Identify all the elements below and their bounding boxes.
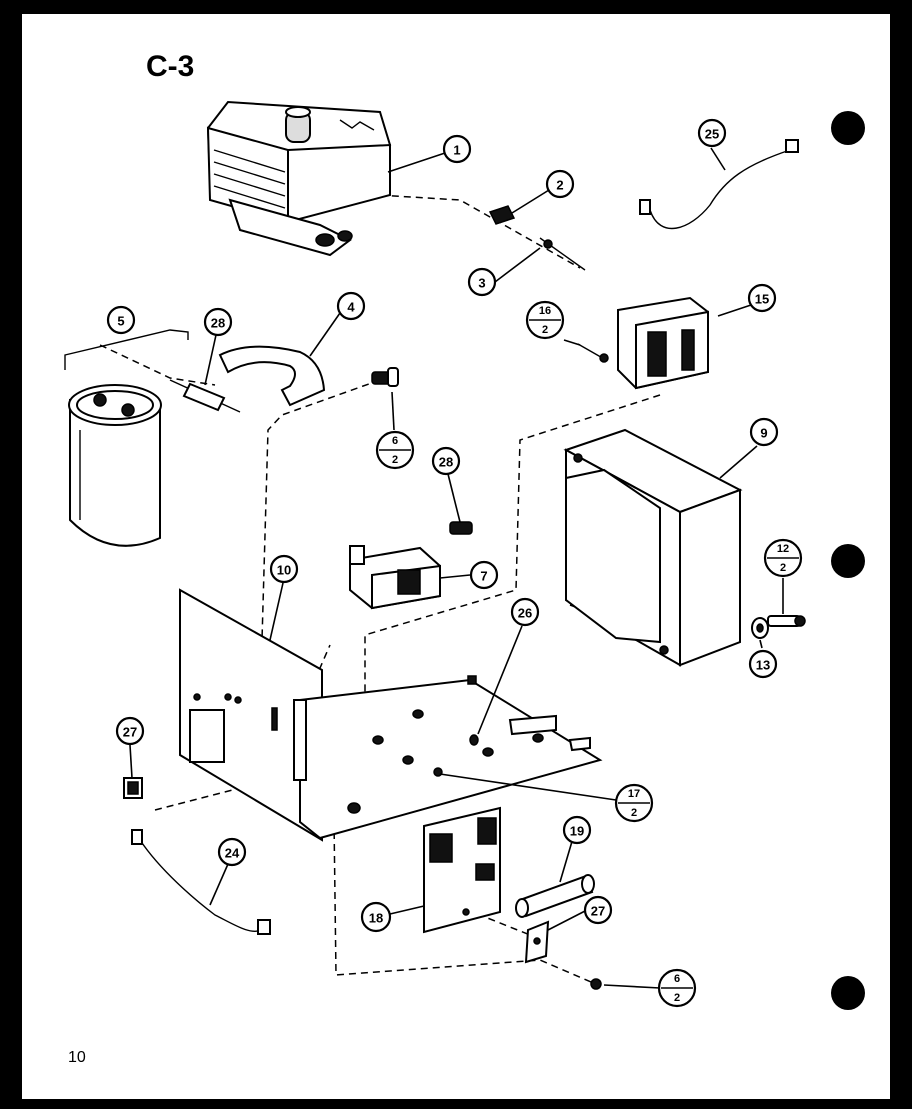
part-relay [349, 545, 441, 610]
svg-text:18: 18 [369, 911, 383, 926]
callout-6-2a: 6 2 [375, 430, 415, 470]
svg-text:10: 10 [277, 563, 291, 578]
svg-text:12: 12 [777, 543, 789, 555]
callout-4: 4 [336, 291, 366, 321]
callout-1: 1 [442, 134, 472, 164]
part-screw-16 [577, 343, 609, 363]
part-thermal-clip [488, 205, 516, 225]
callout-5: 5 [106, 305, 136, 335]
callout-16-2: 16 2 [525, 300, 565, 340]
page-background [22, 14, 890, 1099]
punch-hole-top [831, 111, 865, 145]
callout-7: 7 [469, 560, 499, 590]
callout-17-2: 17 2 [614, 783, 654, 823]
part-magnetron [206, 100, 392, 257]
part-chassis-plate [179, 588, 603, 842]
part-transformer [563, 428, 743, 667]
page-number: 10 [68, 1049, 86, 1066]
svg-text:2: 2 [556, 178, 563, 193]
callout-28a: 28 [203, 307, 233, 337]
part-screw-28b [449, 521, 473, 535]
svg-text:15: 15 [755, 292, 769, 307]
svg-text:9: 9 [760, 426, 767, 441]
callout-6-2b: 6 2 [657, 968, 697, 1008]
part-clip-27a [123, 777, 143, 799]
svg-text:25: 25 [705, 127, 719, 142]
callout-26: 26 [510, 597, 540, 627]
part-bolt-12 [767, 615, 806, 627]
capacitor-bracket-line [64, 329, 189, 370]
callout-3: 3 [467, 267, 497, 297]
svg-text:26: 26 [518, 606, 532, 621]
svg-text:13: 13 [756, 658, 770, 673]
part-capacitor-band [218, 345, 326, 407]
svg-text:2: 2 [674, 992, 680, 1004]
svg-text:4: 4 [347, 300, 355, 315]
part-screw-3 [539, 237, 586, 271]
svg-text:28: 28 [211, 316, 225, 331]
callout-19: 19 [562, 815, 592, 845]
svg-text:6: 6 [674, 973, 680, 985]
part-clip-27b [524, 920, 550, 964]
callout-25: 25 [697, 118, 727, 148]
svg-text:2: 2 [542, 324, 548, 336]
part-screw-6a [371, 367, 399, 387]
callout-28b: 28 [431, 446, 461, 476]
callout-18: 18 [360, 901, 392, 933]
callout-9: 9 [749, 417, 779, 447]
callout-12-2: 12 2 [763, 538, 803, 578]
callout-2: 2 [545, 169, 575, 199]
part-wire-lead-24 [131, 829, 271, 935]
part-diode [169, 379, 241, 413]
part-fuse [515, 874, 595, 918]
svg-text:2: 2 [780, 562, 786, 574]
callout-24: 24 [217, 837, 247, 867]
callout-27b: 27 [583, 895, 613, 925]
punch-hole-bottom [831, 976, 865, 1010]
part-filter-board [423, 806, 501, 934]
part-wire-lead-25 [639, 139, 799, 230]
part-capacitor [68, 384, 162, 547]
svg-text:3: 3 [478, 276, 485, 291]
svg-text:27: 27 [123, 725, 137, 740]
callout-10: 10 [269, 554, 299, 584]
diagram-title: C-3 [146, 50, 194, 83]
svg-text:7: 7 [480, 569, 487, 584]
part-washer-13 [751, 617, 769, 639]
svg-text:27: 27 [591, 904, 605, 919]
svg-text:17: 17 [628, 788, 640, 800]
leader-lines [119, 147, 784, 989]
svg-text:24: 24 [225, 846, 240, 861]
svg-text:28: 28 [439, 455, 453, 470]
svg-text:5: 5 [117, 314, 124, 329]
svg-text:16: 16 [539, 305, 551, 317]
part-door-switch [617, 296, 709, 390]
callout-27a: 27 [115, 716, 145, 746]
callout-15: 15 [747, 283, 777, 313]
part-screw-6b [590, 978, 602, 990]
punch-hole-middle [831, 544, 865, 578]
svg-text:2: 2 [631, 807, 637, 819]
callout-13: 13 [748, 649, 778, 679]
svg-text:1: 1 [453, 143, 460, 158]
svg-text:19: 19 [570, 824, 584, 839]
svg-text:2: 2 [392, 454, 398, 466]
svg-text:6: 6 [392, 435, 398, 447]
